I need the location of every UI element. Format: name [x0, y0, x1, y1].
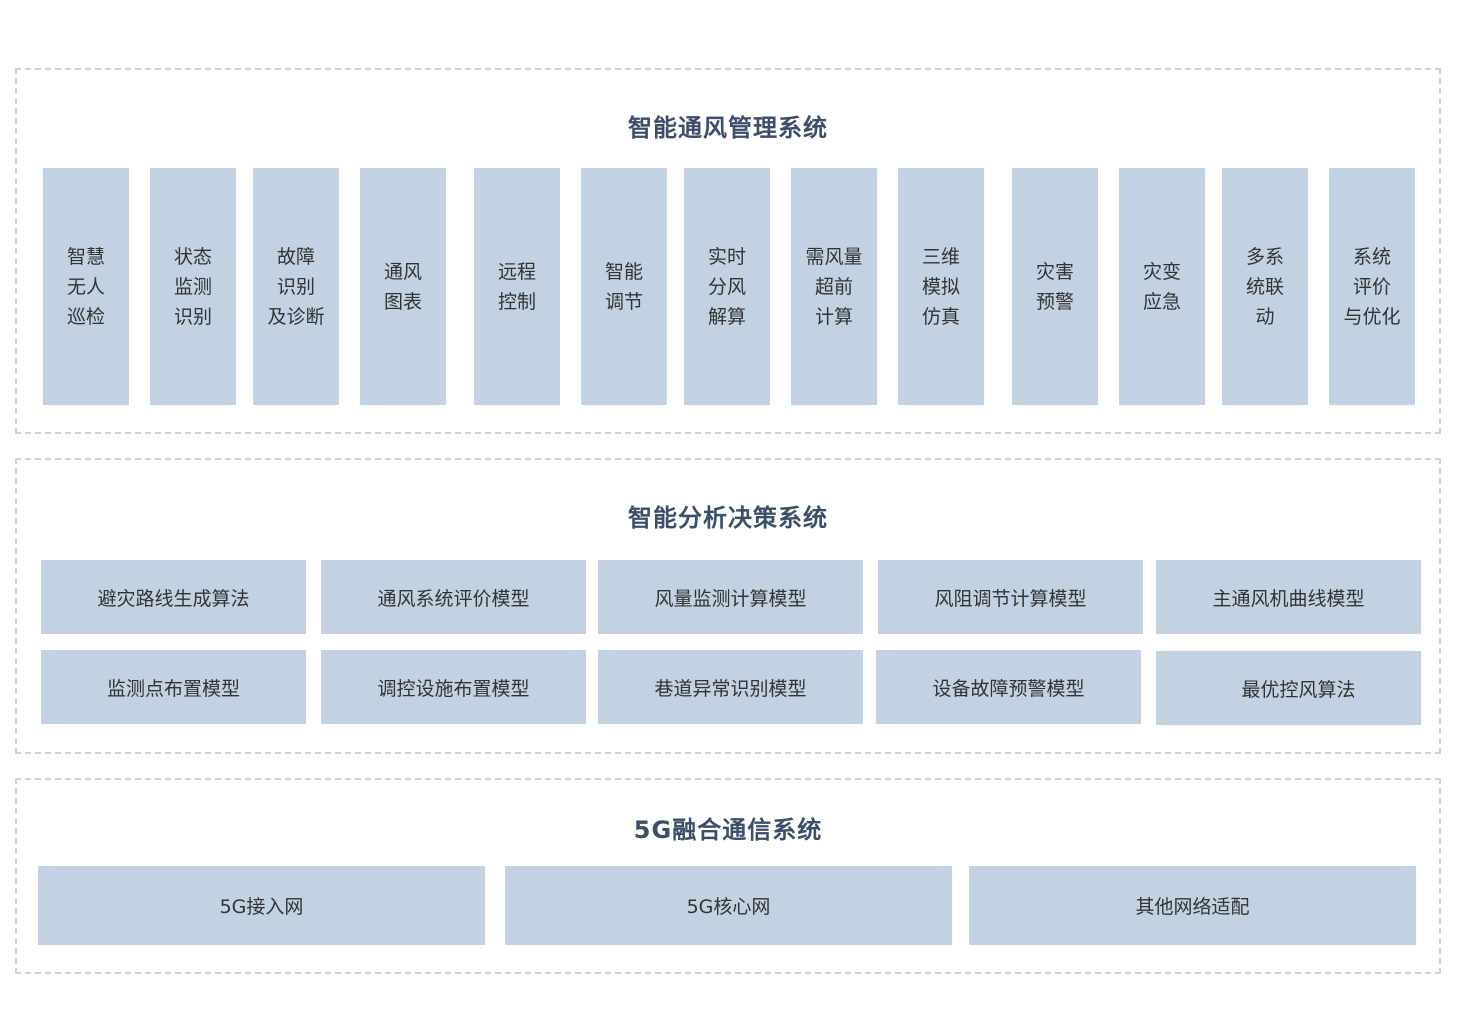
analysis-model-box: 主通风机曲线模型 [1156, 560, 1421, 634]
analysis-model-box: 监测点布置模型 [41, 650, 306, 724]
communication-item-box: 其他网络适配 [969, 866, 1416, 945]
ventilation-module-line: 分风 [708, 272, 746, 302]
ventilation-module-box: 远程控制 [474, 168, 560, 405]
ventilation-module-label: 实时分风解算 [708, 242, 746, 332]
ventilation-module-box: 实时分风解算 [684, 168, 770, 405]
ventilation-module-box: 多系统联动 [1222, 168, 1308, 405]
analysis-model-label: 调控设施布置模型 [377, 674, 529, 701]
analysis-model-label: 监测点布置模型 [107, 674, 240, 701]
ventilation-module-line: 智能 [605, 257, 643, 287]
analysis-model-box: 设备故障预警模型 [876, 650, 1141, 724]
ventilation-module-line: 图表 [384, 287, 422, 317]
communication-item-label: 其他网络适配 [1135, 892, 1249, 919]
ventilation-module-line: 控制 [498, 287, 536, 317]
ventilation-module-box: 状态监测识别 [150, 168, 236, 405]
ventilation-module-box: 三维模拟仿真 [898, 168, 984, 405]
analysis-model-box: 巷道异常识别模型 [598, 650, 863, 724]
communication-item-box: 5G接入网 [38, 866, 485, 945]
ventilation-module-label: 远程控制 [498, 257, 536, 317]
ventilation-module-line: 超前 [805, 272, 862, 302]
ventilation-module-line: 动 [1246, 302, 1284, 332]
ventilation-module-label: 三维模拟仿真 [922, 242, 960, 332]
analysis-model-box: 风量监测计算模型 [598, 560, 863, 634]
ventilation-module-line: 故障 [267, 242, 324, 272]
ventilation-module-box: 智慧无人巡检 [43, 168, 129, 405]
communication-item-label: 5G接入网 [220, 892, 304, 919]
analysis-model-label: 避灾路线生成算法 [97, 584, 249, 611]
analysis-model-box: 最优控风算法 [1156, 651, 1421, 725]
analysis-section-title: 智能分析决策系统 [17, 498, 1439, 533]
analysis-model-label: 风阻调节计算模型 [934, 584, 1086, 611]
ventilation-module-label: 需风量超前计算 [805, 242, 862, 332]
ventilation-module-line: 及诊断 [267, 302, 324, 332]
ventilation-module-label: 多系统联动 [1246, 242, 1284, 332]
ventilation-module-line: 智慧 [67, 242, 105, 272]
ventilation-module-label: 系统评价与优化 [1343, 242, 1400, 332]
ventilation-module-line: 三维 [922, 242, 960, 272]
ventilation-module-line: 应急 [1143, 287, 1181, 317]
analysis-model-label: 风量监测计算模型 [654, 584, 806, 611]
ventilation-module-line: 识别 [267, 272, 324, 302]
ventilation-module-line: 状态 [174, 242, 212, 272]
ventilation-module-line: 统联 [1246, 272, 1284, 302]
ventilation-module-label: 故障识别及诊断 [267, 242, 324, 332]
ventilation-module-label: 智慧无人巡检 [67, 242, 105, 332]
ventilation-module-box: 故障识别及诊断 [253, 168, 339, 405]
ventilation-module-box: 通风图表 [360, 168, 446, 405]
ventilation-module-line: 与优化 [1343, 302, 1400, 332]
ventilation-module-line: 解算 [708, 302, 746, 332]
ventilation-module-box: 灾变应急 [1119, 168, 1205, 405]
ventilation-module-line: 无人 [67, 272, 105, 302]
ventilation-module-box: 系统评价与优化 [1329, 168, 1415, 405]
communication-section-title: 5G融合通信系统 [17, 810, 1439, 845]
analysis-model-label: 最优控风算法 [1241, 675, 1355, 702]
analysis-model-label: 通风系统评价模型 [377, 584, 529, 611]
analysis-model-label: 主通风机曲线模型 [1212, 584, 1364, 611]
ventilation-module-line: 多系 [1246, 242, 1284, 272]
ventilation-module-line: 需风量 [805, 242, 862, 272]
ventilation-module-box: 智能调节 [581, 168, 667, 405]
ventilation-module-line: 实时 [708, 242, 746, 272]
ventilation-module-line: 模拟 [922, 272, 960, 302]
ventilation-module-line: 识别 [174, 302, 212, 332]
ventilation-module-line: 远程 [498, 257, 536, 287]
ventilation-module-line: 计算 [805, 302, 862, 332]
ventilation-module-line: 预警 [1036, 287, 1074, 317]
analysis-model-box: 风阻调节计算模型 [878, 560, 1143, 634]
ventilation-module-box: 灾害预警 [1012, 168, 1098, 405]
analysis-model-box: 通风系统评价模型 [321, 560, 586, 634]
ventilation-module-line: 灾害 [1036, 257, 1074, 287]
ventilation-module-line: 灾变 [1143, 257, 1181, 287]
ventilation-module-line: 巡检 [67, 302, 105, 332]
analysis-model-box: 避灾路线生成算法 [41, 560, 306, 634]
communication-item-box: 5G核心网 [505, 866, 952, 945]
ventilation-module-label: 灾变应急 [1143, 257, 1181, 317]
analysis-model-label: 巷道异常识别模型 [654, 674, 806, 701]
ventilation-module-line: 系统 [1343, 242, 1400, 272]
ventilation-module-line: 通风 [384, 257, 422, 287]
ventilation-section-title: 智能通风管理系统 [17, 108, 1439, 143]
communication-item-label: 5G核心网 [687, 892, 771, 919]
ventilation-module-label: 通风图表 [384, 257, 422, 317]
ventilation-module-line: 监测 [174, 272, 212, 302]
ventilation-module-line: 调节 [605, 287, 643, 317]
analysis-model-box: 调控设施布置模型 [321, 650, 586, 724]
ventilation-module-box: 需风量超前计算 [791, 168, 877, 405]
ventilation-module-label: 状态监测识别 [174, 242, 212, 332]
ventilation-module-label: 智能调节 [605, 257, 643, 317]
ventilation-module-line: 仿真 [922, 302, 960, 332]
ventilation-module-label: 灾害预警 [1036, 257, 1074, 317]
ventilation-module-line: 评价 [1343, 272, 1400, 302]
analysis-model-label: 设备故障预警模型 [932, 674, 1084, 701]
